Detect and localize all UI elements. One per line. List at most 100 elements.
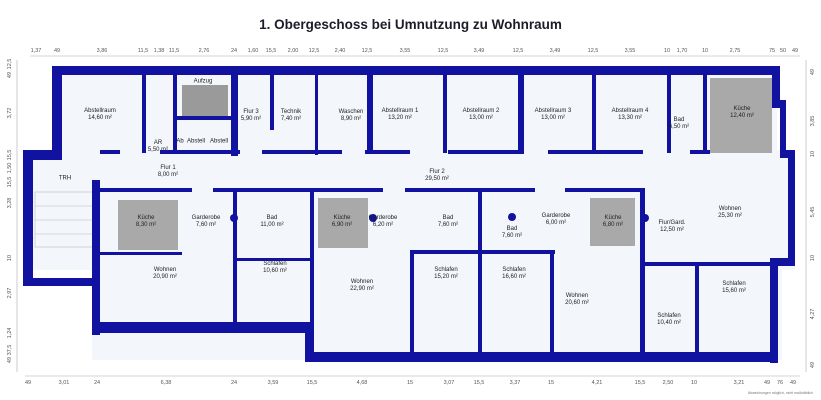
- room-area: 16,60 m²: [502, 274, 526, 280]
- room-name: Abstellraum 4: [611, 108, 649, 114]
- dimension-bottom: 24: [93, 380, 101, 386]
- room-label: Abstell: [187, 139, 205, 146]
- room-name: Schlafen: [263, 261, 287, 267]
- dimension-top: 12,5: [587, 48, 599, 54]
- dimension-top: 12,5: [308, 48, 320, 54]
- dimension-top: 50: [779, 48, 787, 54]
- room-area: 7,40 m²: [280, 116, 302, 122]
- dimension-top: 10: [701, 48, 709, 54]
- room-area: 6,90 m²: [331, 222, 353, 228]
- dimension-top: 2,40: [334, 48, 346, 54]
- dimension-top: 49: [53, 48, 61, 54]
- plan-title: 1. Obergeschoss bei Umnutzung zu Wohnrau…: [259, 17, 562, 32]
- room-area: 7,60 m²: [437, 222, 459, 228]
- dimension-left: 49: [7, 356, 13, 364]
- dimension-top: 3,86: [96, 48, 108, 54]
- room-name: Flur/Gard.: [658, 220, 686, 226]
- kitchen-floors: [118, 78, 772, 250]
- disclaimer-note: Abweichungen möglich, nicht maßstäblich: [747, 391, 813, 395]
- dimension-bottom: 10: [690, 380, 698, 386]
- dimension-right: 49: [810, 68, 816, 76]
- room-area: 10,40 m²: [657, 320, 681, 326]
- room-area: 15,60 m²: [722, 288, 746, 294]
- dimension-left: 12,5: [7, 58, 13, 70]
- dimension-top: 12,5: [361, 48, 373, 54]
- room-name: Garderobe: [191, 215, 221, 221]
- room-name: Abstell: [186, 138, 206, 145]
- room-name: Flur 2: [429, 169, 445, 175]
- room-area: 6,50 m²: [668, 124, 690, 130]
- dimension-left: 3,72: [7, 107, 13, 119]
- dimension-left: 37,5: [7, 344, 13, 356]
- room-area: 20,90 m²: [153, 274, 177, 280]
- room-area: 6,20 m²: [372, 222, 394, 228]
- room-area: 8,30 m²: [135, 222, 157, 228]
- columns: [230, 213, 649, 222]
- dimension-top: 1,38: [153, 48, 165, 54]
- room-name: Bad: [673, 117, 685, 123]
- room-name: Abstellraum 1: [381, 108, 419, 114]
- room-area: 14,60 m²: [88, 115, 112, 121]
- dimension-top: 3,49: [549, 48, 561, 54]
- room-name: Wohnen: [153, 267, 177, 273]
- dimension-left: 10: [7, 254, 13, 262]
- room-name: Abstellraum 2: [462, 108, 500, 114]
- room-name: Abstellraum: [84, 108, 116, 114]
- dimension-top: 3,55: [624, 48, 636, 54]
- room-name: AR: [153, 140, 163, 146]
- dimension-bottom: 15,5: [473, 380, 485, 386]
- room-area: 7,60 m²: [501, 233, 523, 239]
- room-label: Abstell: [210, 139, 228, 146]
- room-area: 29,50 m²: [425, 176, 449, 182]
- dimension-top: 12,5: [437, 48, 449, 54]
- room-name: Küche: [137, 215, 155, 221]
- dimension-right: 49: [810, 361, 816, 369]
- room-area: 15,20 m²: [434, 274, 458, 280]
- room-name: Küche: [733, 106, 751, 112]
- dimension-right: 10: [810, 254, 816, 262]
- dimension-top: 2,76: [198, 48, 210, 54]
- room-label: Ab: [176, 139, 183, 146]
- dimension-bottom: 15,5: [306, 380, 318, 386]
- dimension-bottom: 6,38: [160, 380, 172, 386]
- dimension-bottom: 15: [547, 380, 555, 386]
- room-area: 8,00 m²: [157, 172, 179, 178]
- room-area: 12,40 m²: [730, 113, 754, 119]
- room-area: 10,60 m²: [263, 268, 287, 274]
- dimension-bottom: 3,01: [58, 380, 70, 386]
- room-name: Garderobe: [368, 215, 398, 221]
- room-area: 22,90 m²: [350, 286, 374, 292]
- dimension-lines: [16, 55, 807, 377]
- dimension-top: 1,60: [247, 48, 259, 54]
- room-name: Abstell: [209, 138, 229, 145]
- dimension-top: 3,49: [473, 48, 485, 54]
- dimension-right: 4,27: [810, 308, 816, 320]
- dimension-bottom: 3,37: [509, 380, 521, 386]
- room-name: Wohnen: [718, 206, 742, 212]
- room-area: 20,60 m²: [565, 300, 589, 306]
- room-area: 6,80 m²: [602, 222, 624, 228]
- dimension-right: 5,45: [810, 206, 816, 218]
- dimension-left: 3,28: [7, 197, 13, 209]
- room-name: Waschen: [338, 109, 364, 115]
- room-area: 6,00 m²: [545, 220, 567, 226]
- dimension-top: 2,00: [287, 48, 299, 54]
- room-name: TRH: [58, 175, 72, 182]
